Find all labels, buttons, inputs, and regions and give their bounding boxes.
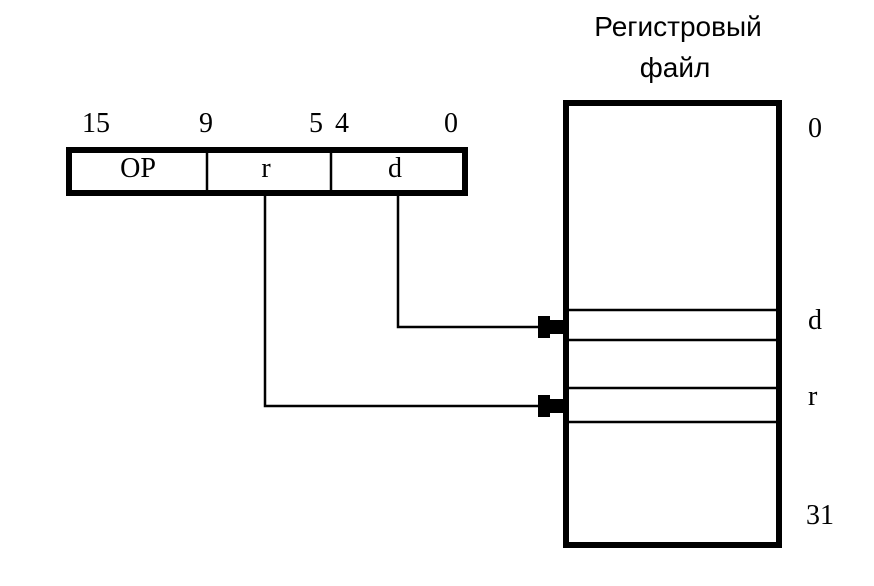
bit-label-9: 9 [199, 108, 213, 139]
r-field-connector [263, 193, 540, 408]
bit-label-15: 15 [82, 108, 110, 139]
instruction-word-box [66, 147, 468, 196]
register-file-title-line2: файл [639, 52, 711, 83]
bit-label-0: 0 [444, 108, 458, 139]
d-arrow-head [549, 320, 563, 334]
register-r-label: r [808, 381, 818, 412]
d-field-connector [396, 193, 540, 329]
bit-label-5: 5 [309, 108, 323, 139]
bit-label-4: 4 [335, 108, 349, 139]
register-file-box [563, 100, 782, 548]
field-d-label: d [388, 153, 402, 184]
register-index-bottom: 31 [806, 500, 834, 531]
r-arrow-head [549, 399, 563, 413]
register-index-top: 0 [808, 113, 822, 144]
r-connector-tab [538, 395, 550, 417]
field-r-label: r [261, 153, 271, 184]
d-connector-tab [538, 316, 550, 338]
register-d-label: d [808, 305, 822, 336]
field-op-label: OP [120, 153, 156, 184]
register-file-title-line1: Регистровый [594, 11, 762, 42]
